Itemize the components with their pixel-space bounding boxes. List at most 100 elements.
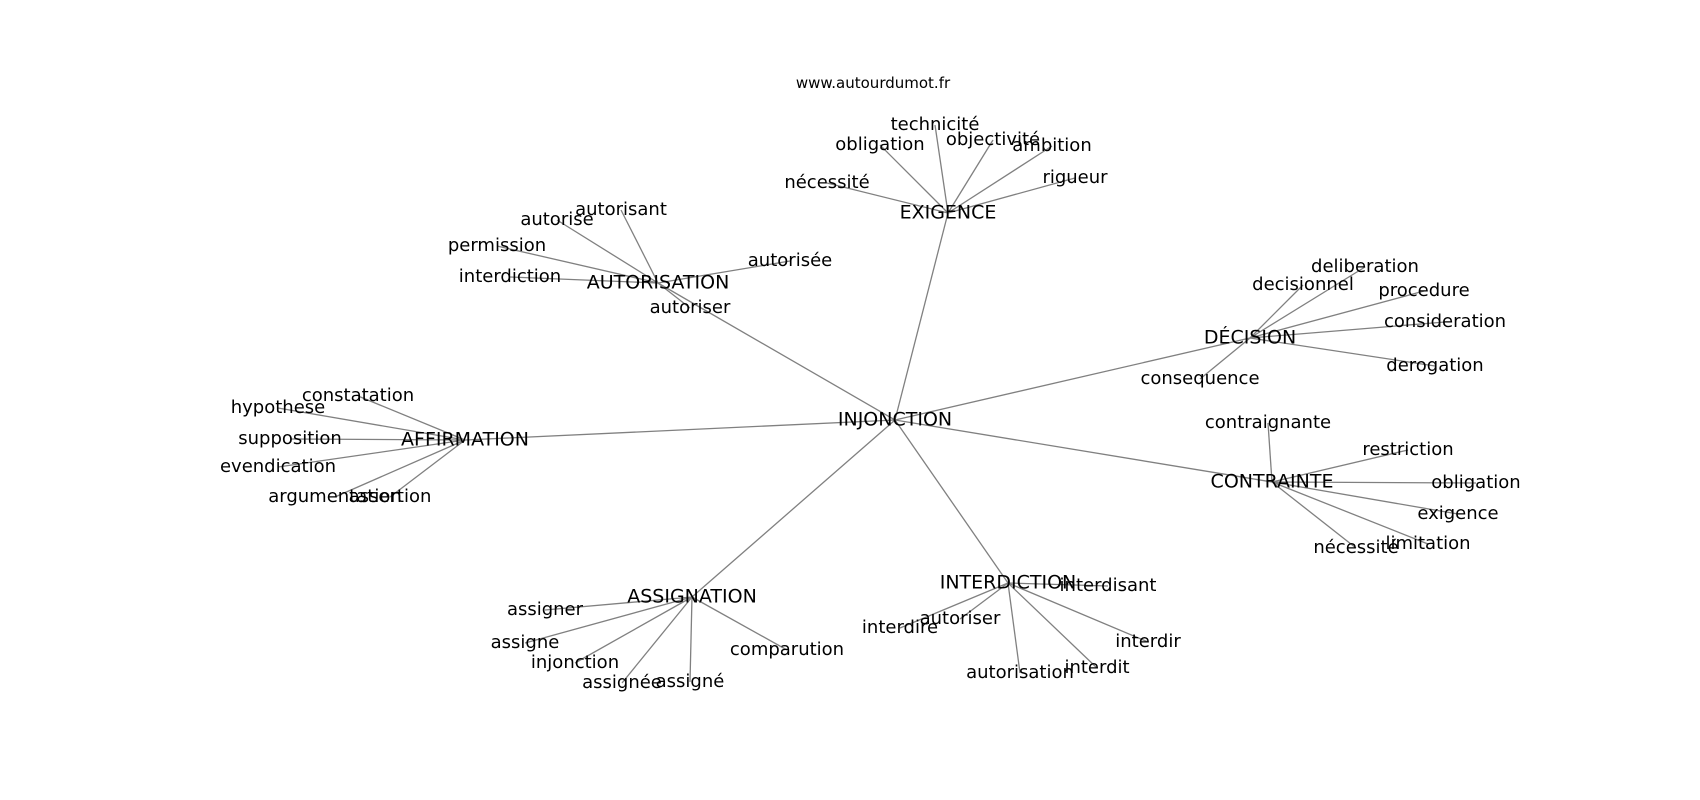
leaf-node-label: hypothese (231, 397, 326, 418)
edge-hub-leaf (657, 260, 791, 284)
leaf-node-label: obligation (1431, 472, 1520, 493)
leaf-node-label: autorise (520, 209, 593, 230)
leaf-node-label: limitation (1385, 533, 1470, 554)
leaf-node-label: interdiction (459, 266, 561, 287)
leaf-node-label: comparution (730, 639, 844, 660)
leaf-node-label: nécessité (1313, 537, 1398, 558)
leaf-node-label: restriction (1362, 439, 1453, 460)
edge-hub-leaf (1249, 321, 1446, 339)
edge-hub-leaf (621, 596, 693, 684)
leaf-node-label: obligation (835, 134, 924, 155)
edge-hub-leaf (556, 219, 659, 284)
edge-hub-leaf (1249, 284, 1304, 339)
leaf-node-label: interdit (1064, 657, 1129, 678)
edge-hub-leaf (1267, 422, 1273, 483)
edge-hub-leaf (277, 407, 466, 441)
leaf-node-label: exigence (1417, 503, 1498, 524)
leaf-node-label: technicité (891, 114, 980, 135)
edge-hub-leaf (289, 438, 466, 441)
edge-hub-leaf (657, 282, 691, 309)
edge-hub-leaf (1199, 337, 1251, 380)
source-url: www.autourdumot.fr (796, 74, 951, 92)
edge-hub-leaf (947, 177, 1076, 214)
leaf-node-label: objectivité (946, 129, 1040, 150)
leaf-node-label: interdisant (1060, 575, 1157, 596)
edge-hub-leaf (879, 144, 949, 214)
edge-center-hub (894, 419, 1273, 483)
leaf-node-label: nécessité (784, 172, 869, 193)
edge-hub-leaf (1249, 290, 1425, 339)
hub-node-label: INTERDICTION (940, 572, 1077, 594)
edge-hub-leaf (1271, 481, 1429, 545)
edge-hub-leaf (496, 245, 659, 284)
edge-hub-leaf (959, 582, 1009, 620)
edge-center-hub (894, 419, 1009, 584)
edge-center-hub (894, 337, 1251, 421)
edge-center-hub (657, 282, 896, 421)
edge-hub-leaf (934, 124, 949, 214)
leaf-node-label: assigner (507, 599, 584, 620)
edge-hub-leaf (574, 596, 693, 664)
edge-hub-leaf (620, 209, 659, 284)
hub-node-label: AFFIRMATION (401, 429, 529, 451)
edge-hub-leaf (357, 395, 466, 441)
leaf-node-label: autoriser (920, 608, 1001, 629)
hub-node-label: CONTRAINTE (1211, 471, 1334, 493)
edge-hub-leaf (1007, 582, 1109, 587)
leaf-node-label: interdire (862, 617, 938, 638)
leaf-node-label: interdir (1115, 631, 1181, 652)
leaf-node-label: procedure (1378, 280, 1469, 301)
edge-hub-leaf (947, 139, 994, 214)
edge-center-hub (894, 212, 949, 421)
edge-hub-leaf (1249, 266, 1366, 339)
edge-hub-leaf (689, 596, 693, 683)
edge-hub-leaf (277, 439, 466, 468)
leaf-node-label: argumentation (268, 486, 402, 507)
graph-edges (277, 124, 1477, 684)
leaf-node-label: supposition (238, 428, 342, 449)
edge-hub-leaf (1271, 481, 1459, 515)
edge-hub-leaf (334, 439, 466, 498)
leaf-node-label: permission (448, 235, 546, 256)
hub-node-label: ASSIGNATION (627, 586, 757, 608)
leaf-node-label: autoriser (650, 297, 731, 318)
edge-hub-leaf (691, 596, 788, 651)
center-node-label: INJONCTION (838, 409, 952, 431)
edge-hub-leaf (1007, 582, 1021, 674)
edge-hub-leaf (1007, 582, 1149, 643)
leaf-node-label: contraignante (1205, 412, 1331, 433)
hub-node-label: AUTORISATION (587, 272, 730, 294)
edge-hub-leaf (826, 182, 949, 214)
edge-hub-leaf (544, 596, 693, 611)
leaf-node-label: autorisant (575, 199, 667, 220)
leaf-node-label: assigné (656, 671, 725, 692)
edge-hub-leaf (1007, 582, 1098, 669)
edge-hub-leaf (947, 145, 1053, 214)
edge-center-hub (464, 419, 896, 441)
hub-node-label: EXIGENCE (900, 202, 997, 224)
leaf-node-label: rigueur (1042, 167, 1108, 188)
leaf-node-label: injonction (531, 652, 619, 673)
edge-hub-leaf (899, 582, 1009, 629)
leaf-node-label: constatation (302, 385, 414, 406)
leaf-node-label: derogation (1386, 355, 1483, 376)
edge-hub-leaf (1271, 449, 1409, 483)
leaf-node-label: decisionnel (1252, 274, 1354, 295)
edge-hub-leaf (524, 596, 693, 644)
edge-hub-leaf (509, 276, 659, 284)
leaf-node-label: consideration (1384, 311, 1506, 332)
leaf-node-label: autorisation (966, 662, 1074, 683)
leaf-node-label: ambition (1012, 135, 1091, 156)
leaf-node-label: assignée (582, 672, 662, 693)
leaf-node-label: autorisée (748, 250, 832, 271)
edge-hub-leaf (1271, 481, 1357, 549)
leaf-node-label: assertion (349, 486, 432, 507)
edge-center-hub (691, 419, 896, 598)
leaf-node-label: assigne (491, 632, 560, 653)
leaf-node-label: evendication (220, 456, 336, 477)
edge-hub-leaf (1271, 481, 1477, 484)
edge-hub-leaf (389, 439, 466, 498)
graph-labels: www.autourdumot.fr obligationtechnicitéo… (220, 74, 1521, 693)
leaf-node-label: deliberation (1311, 256, 1419, 277)
